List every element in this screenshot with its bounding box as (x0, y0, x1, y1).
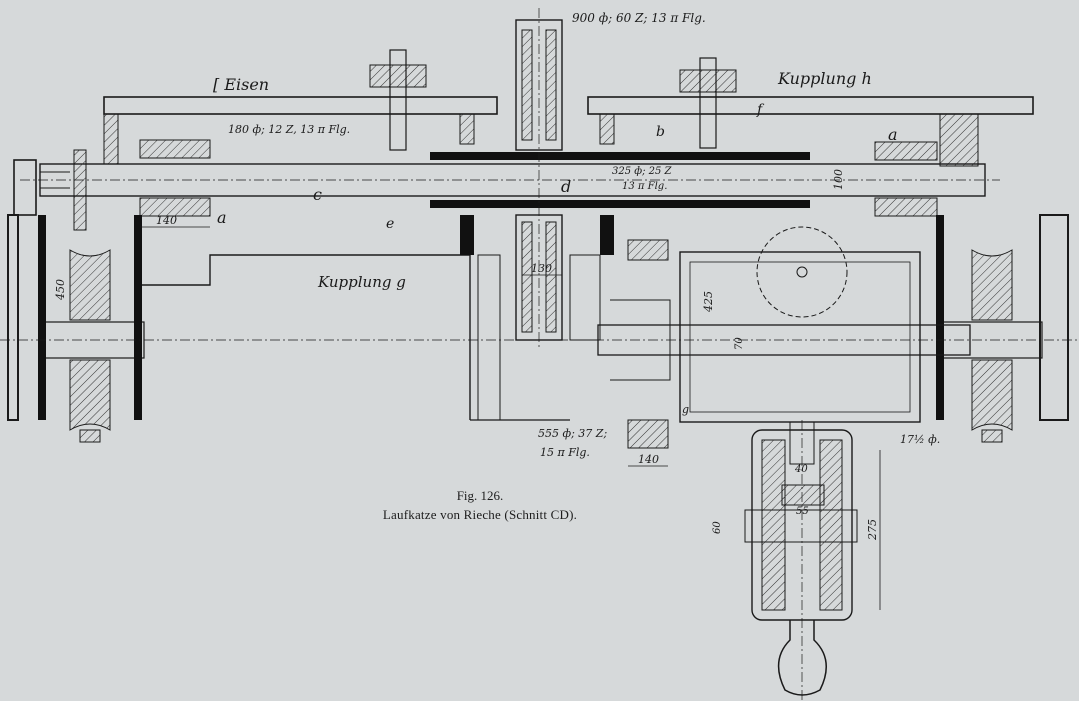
chain-drum (610, 226, 921, 449)
label-gear-mid-2: 13 π Flg. (622, 181, 667, 192)
dim-140-left: 140 (156, 214, 177, 227)
label-gear-bottom: 555 ф; 37 Z; (538, 427, 607, 440)
hook-block (744, 420, 881, 700)
label-letter-a2: a (888, 125, 898, 144)
label-gear-top: 900 ф; 60 Z; 13 π Flg. (572, 11, 706, 25)
dim-70: 70 (734, 337, 745, 350)
bearing-left (139, 139, 211, 217)
handwheel (13, 149, 87, 231)
label-gear-bottom-2: 15 π Flg. (540, 446, 590, 459)
adjusting-screw-right (679, 57, 737, 149)
label-gear-mid: 325 ф; 25 Z (612, 166, 673, 177)
dimensions: 140 140 130 100 450 425 70 40 55 60 275 (54, 169, 879, 541)
label-letter-c: c (313, 185, 322, 204)
running-wheel-right (936, 214, 1069, 443)
label-coupling-g: Kupplung g (317, 273, 406, 291)
label-chain: 17½ ф. (900, 433, 940, 446)
dim-450: 450 (54, 279, 67, 301)
frame-body (139, 215, 614, 421)
bearing-right (874, 141, 938, 217)
figure-title: Laufkatze von Rieche (Schnitt CD). (382, 507, 578, 522)
dim-275: 275 (866, 519, 879, 541)
label-letter-d: d (561, 177, 571, 196)
main-shaft (20, 152, 1000, 208)
dim-130: 130 (531, 262, 552, 275)
running-wheel-left (7, 214, 145, 443)
large-gear (515, 8, 563, 350)
label-letter-f: f (756, 102, 765, 118)
dim-40: 40 (794, 464, 808, 475)
adjusting-screw-left (369, 49, 427, 151)
label-letter-e: e (386, 216, 394, 232)
labels: [ Eisen Kupplung h Kupplung g 900 ф; 60 … (213, 11, 940, 459)
figure-number: Fig. 126. (456, 488, 504, 503)
label-gear-small: 180 ф; 12 Z, 13 π Flg. (228, 123, 350, 136)
dim-140-right: 140 (638, 453, 659, 466)
dim-60: 60 (712, 521, 723, 534)
top-girder-right (587, 96, 1034, 167)
dim-55: 55 (796, 506, 809, 517)
label-letter-g-small: g (682, 403, 689, 416)
lower-axle (0, 324, 1079, 356)
dim-100: 100 (832, 169, 845, 190)
dim-425: 425 (702, 291, 715, 313)
label-coupling-h: Kupplung h (777, 69, 872, 88)
label-letter-b: b (656, 124, 665, 140)
label-iron: [ Eisen (213, 75, 269, 94)
label-letter-a1: a (217, 208, 227, 227)
top-girder-left (103, 96, 498, 165)
